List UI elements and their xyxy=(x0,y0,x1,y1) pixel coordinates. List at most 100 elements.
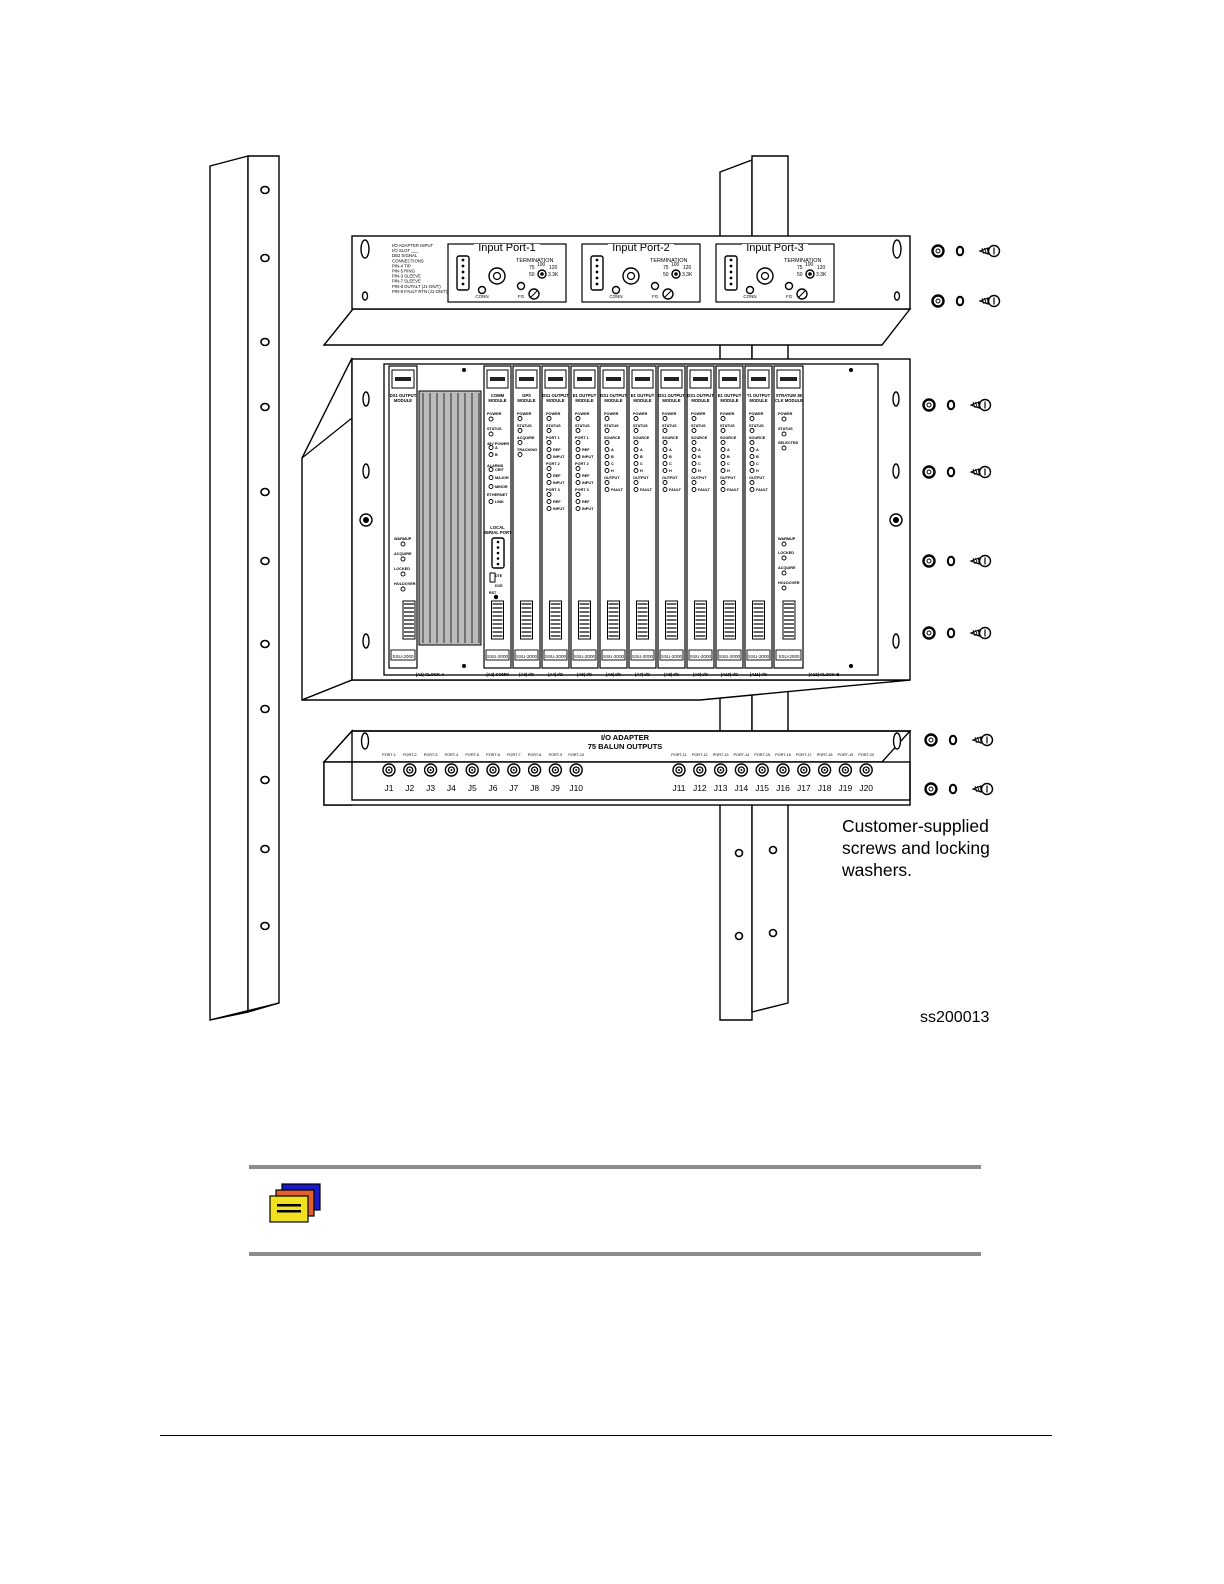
split-washer xyxy=(948,783,958,795)
card-logo xyxy=(395,377,411,381)
fg-screw-slot xyxy=(664,290,672,298)
jack-center xyxy=(406,766,414,774)
led xyxy=(662,440,668,445)
card-name: MODULE xyxy=(691,398,709,403)
db9-pin xyxy=(729,270,733,274)
left-rail-face xyxy=(247,155,280,1013)
led-label: PORT 1 xyxy=(575,436,589,440)
led-label: SELECTED xyxy=(778,441,799,445)
led-label: ACQUIRE xyxy=(778,566,796,570)
rail-hole xyxy=(734,931,744,941)
card-name: COMM xyxy=(491,393,505,398)
port-label: PORT-18 xyxy=(817,753,833,757)
jack-pin xyxy=(388,769,390,771)
led-label: REF xyxy=(553,474,561,478)
cage-screw xyxy=(462,664,466,668)
washer-hole xyxy=(926,558,932,564)
jack-center xyxy=(696,766,704,774)
jack-center xyxy=(862,766,870,774)
rail-hole xyxy=(734,848,744,858)
card-logo xyxy=(635,377,650,381)
input-port-title: Input Port-1 xyxy=(478,242,535,254)
led xyxy=(781,416,787,422)
led xyxy=(633,447,639,452)
card-slot: (A5) I/O xyxy=(577,672,593,677)
led xyxy=(575,473,581,478)
led-label: STATUS xyxy=(575,424,590,428)
led-label: POWER xyxy=(604,412,619,416)
cage-screw xyxy=(849,664,853,668)
jack-pin xyxy=(429,769,432,771)
port-label: PORT-13 xyxy=(713,753,729,757)
led xyxy=(720,447,726,452)
port-label: PORT-11 xyxy=(671,753,686,757)
lock-washer xyxy=(922,398,936,412)
led xyxy=(749,468,755,473)
led-label: POWER xyxy=(487,412,502,416)
led-label: INPUT xyxy=(582,455,594,459)
led xyxy=(720,461,726,466)
washer-hole xyxy=(928,786,934,792)
led-label: A xyxy=(727,448,730,452)
screw-head xyxy=(893,517,899,523)
card-model-plate xyxy=(659,649,684,661)
balun-panel-title: 75 BALUN OUTPUTS xyxy=(588,742,663,751)
led xyxy=(691,468,697,473)
led-label: WARMUP xyxy=(394,537,412,541)
card-model-plate xyxy=(775,649,802,661)
jack-label: J7 xyxy=(509,783,518,793)
term-120: 120 xyxy=(683,265,692,271)
led-label: SOURCE xyxy=(662,436,679,440)
led xyxy=(604,447,610,452)
led xyxy=(488,445,494,450)
card-model-plate xyxy=(630,649,655,661)
led xyxy=(662,480,668,485)
card-model: SSU-2000 xyxy=(392,654,414,659)
db9-pin xyxy=(595,282,599,286)
card-logo xyxy=(693,377,708,381)
led-label: H xyxy=(669,469,672,473)
title-mask xyxy=(474,244,540,254)
card-name: MODULE xyxy=(546,398,564,403)
led xyxy=(575,447,581,452)
led-label: OUTPUT xyxy=(662,476,678,480)
led-label: DCE xyxy=(495,584,503,588)
screw-thread xyxy=(975,468,978,476)
card-model: SSU-2000 xyxy=(516,654,538,659)
led xyxy=(749,447,755,452)
input-panel-label: PIN-5 RING xyxy=(392,269,416,274)
led-label: B xyxy=(611,455,614,459)
led-label: CRIT xyxy=(495,468,505,472)
jack-label: J3 xyxy=(426,783,435,793)
fg-screw-slot xyxy=(530,290,538,298)
card-logo xyxy=(751,377,766,381)
led-label: FAULT xyxy=(727,488,740,492)
conn-label: CONN xyxy=(475,294,488,299)
led-label: LINK xyxy=(495,500,504,504)
term-75: 75 xyxy=(663,265,669,271)
mount-slot xyxy=(362,633,370,649)
led-label: FAULT xyxy=(669,488,682,492)
jack-label: J6 xyxy=(489,783,498,793)
led-label: B xyxy=(640,455,643,459)
card-name: MODULE xyxy=(604,398,622,403)
led-label: PORT 3 xyxy=(575,488,589,492)
term-50: 50 xyxy=(797,272,803,278)
led-label: C xyxy=(698,462,701,466)
led-label: TRACKING xyxy=(517,448,537,452)
bnc-center xyxy=(626,271,636,281)
card-model-plate xyxy=(688,649,713,661)
bnc-center xyxy=(492,271,502,281)
jack-center xyxy=(468,766,476,774)
led-label: REF xyxy=(553,448,561,452)
led xyxy=(633,480,639,485)
led-label: LOCKED xyxy=(778,551,794,555)
led xyxy=(546,447,552,452)
term-100: 100 xyxy=(537,262,546,268)
washer-hole xyxy=(926,469,932,475)
screw-thread xyxy=(975,629,978,637)
card-logo xyxy=(780,377,797,381)
led-label: STATUS xyxy=(604,424,619,428)
led-label: REF xyxy=(582,500,590,504)
led xyxy=(488,484,494,489)
